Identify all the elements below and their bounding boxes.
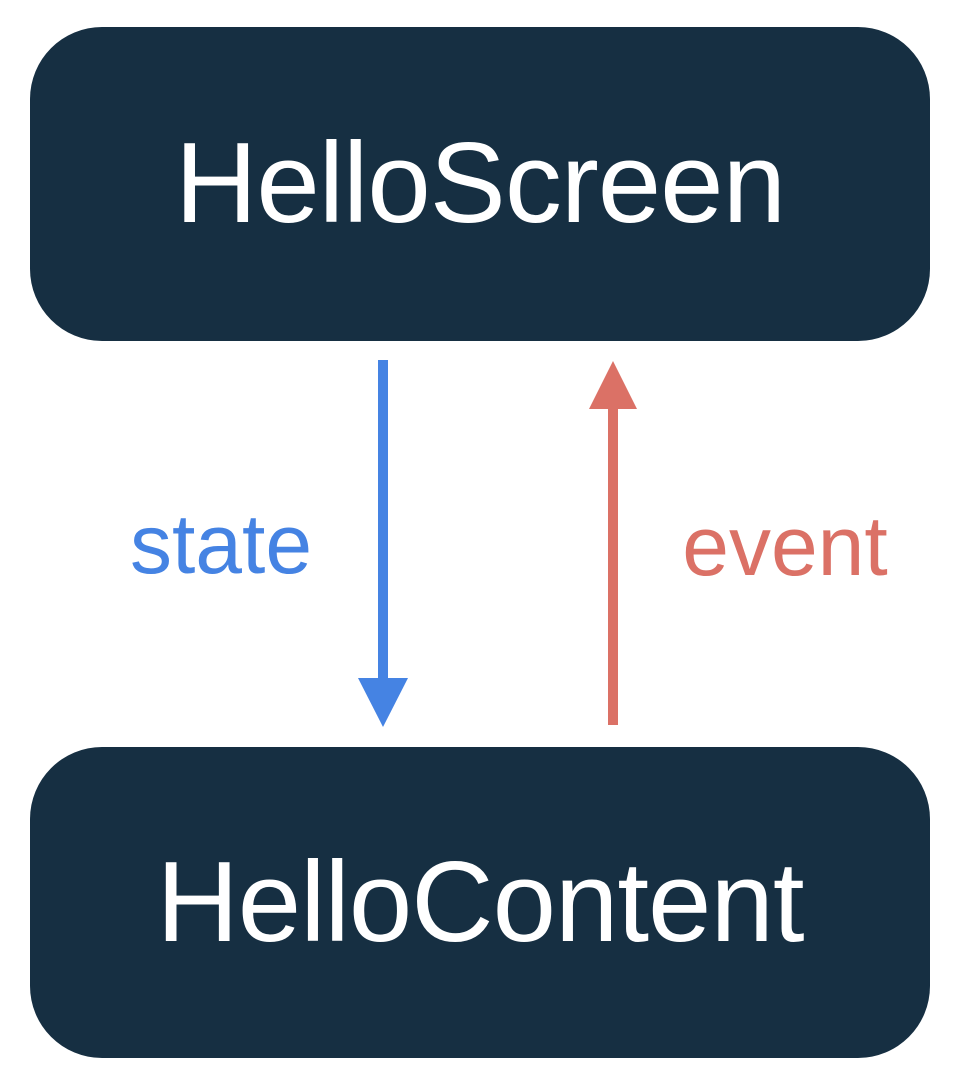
event-arrowhead-up-icon — [589, 361, 637, 409]
hello-screen-node: HelloScreen — [30, 27, 930, 341]
event-arrow-label: event — [682, 499, 888, 593]
hello-content-label: HelloContent — [156, 838, 804, 966]
event-arrow — [589, 361, 637, 725]
state-arrow-label: state — [129, 497, 313, 591]
hello-screen-label: HelloScreen — [175, 120, 786, 247]
hello-content-node: HelloContent — [30, 747, 930, 1058]
state-arrowhead-down-icon — [358, 678, 408, 727]
state-arrow — [358, 360, 408, 727]
